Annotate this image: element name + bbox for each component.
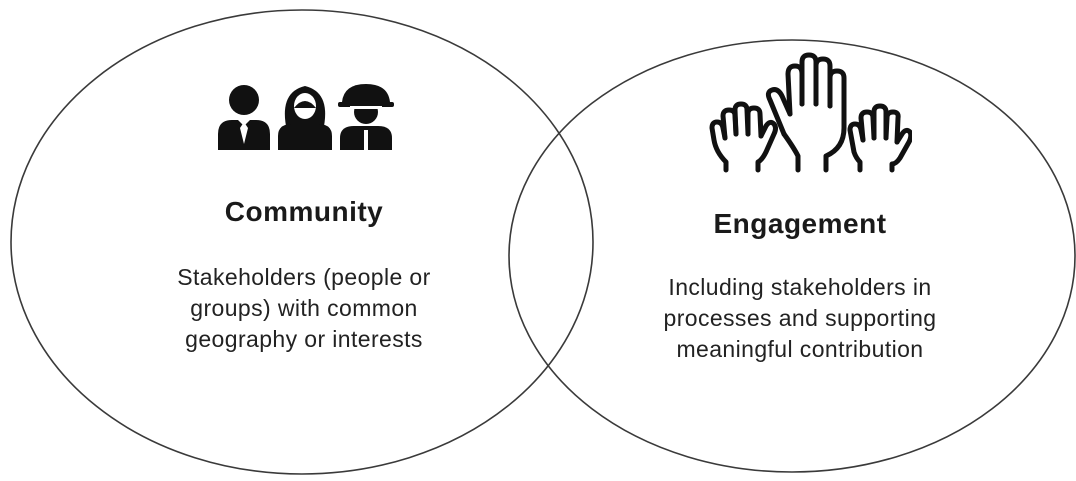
people-group-icon — [218, 84, 394, 150]
engagement-description-line: Including stakeholders in — [668, 274, 932, 300]
community-circle — [10, 9, 594, 475]
engagement-block: Engagement — [600, 208, 1000, 240]
community-description-line: geography or interests — [185, 326, 423, 352]
engagement-title: Engagement — [713, 208, 887, 239]
raised-hands-icon — [709, 52, 912, 173]
engagement-circle — [508, 39, 1076, 473]
community-description: Stakeholders (people or groups) with com… — [110, 262, 498, 355]
engagement-description-line: processes and supporting — [663, 305, 937, 331]
engagement-description: Including stakeholders in processes and … — [600, 272, 1000, 365]
community-description-line: groups) with common — [190, 295, 418, 321]
community-block: Community — [110, 196, 498, 228]
community-title: Community — [224, 196, 384, 227]
engagement-description-line: meaningful contribution — [676, 336, 924, 362]
community-description-line: Stakeholders (people or — [177, 264, 431, 290]
